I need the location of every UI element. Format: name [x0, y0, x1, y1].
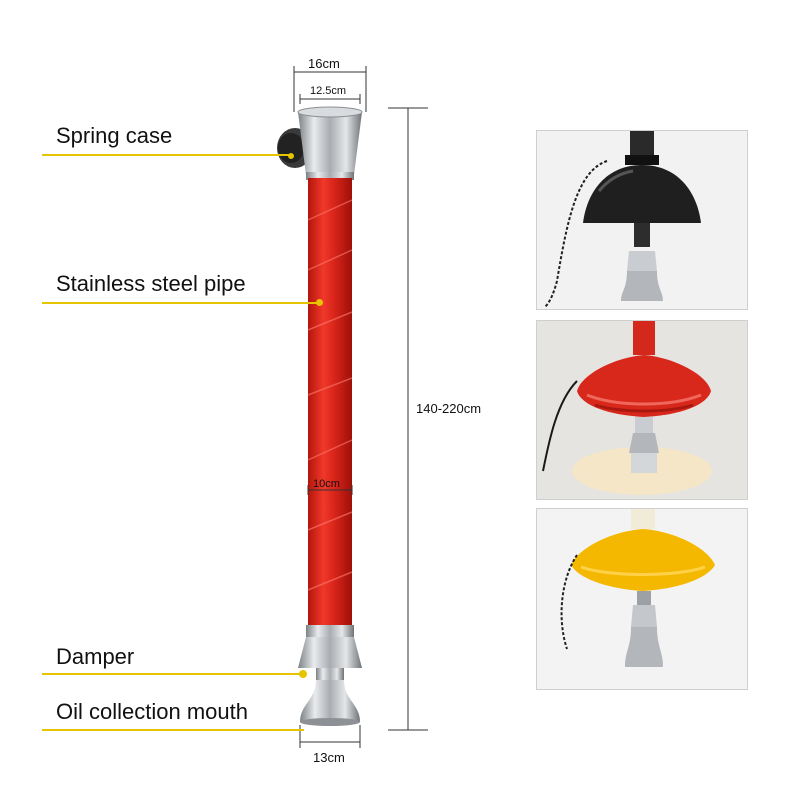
red-hood-photo: [536, 320, 748, 500]
dim-bottom: 13cm: [313, 750, 345, 765]
spring-case: [277, 106, 363, 180]
label-oil-mouth: Oil collection mouth: [56, 699, 248, 724]
label-spring-case: Spring case: [56, 123, 173, 148]
damper: [298, 625, 362, 678]
dim-top-outer: 16cm: [308, 56, 340, 71]
leader-spring-case: [42, 154, 291, 156]
label-pipe: Stainless steel pipe: [56, 271, 246, 296]
leader-oil-mouth: [42, 729, 304, 731]
leader-pipe: [42, 302, 318, 304]
label-damper: Damper: [56, 644, 135, 669]
pipe-diagram: [277, 66, 428, 748]
dimension-lines: [293, 66, 428, 748]
leader-dot-pipe: [316, 299, 323, 306]
yellow-hood-photo: [536, 508, 748, 690]
dim-pipe-diameter: 10cm: [313, 478, 340, 490]
oil-collection-mouth: [300, 668, 360, 726]
black-hood-photo: [536, 130, 748, 310]
dim-top-inner: 12.5cm: [310, 85, 347, 97]
stainless-steel-pipe: [307, 178, 353, 628]
dim-length: 140-220cm: [416, 401, 482, 416]
leader-damper: [42, 673, 300, 675]
